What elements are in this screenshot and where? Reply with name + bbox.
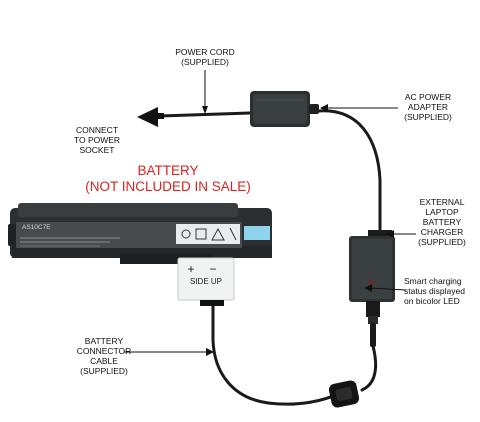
external-charger-line-5: (SUPPLIED) [418, 237, 466, 247]
ac-adapter-line-1: AC POWER [404, 92, 452, 102]
status-led-line-3: on bicolor LED [404, 296, 460, 306]
ac-adapter-line-2: ADAPTER [407, 102, 449, 112]
connector-cable-line-3: CABLE [90, 356, 118, 366]
connector-cable-line-4: (SUPPLIED) [80, 366, 128, 376]
connect-socket-line-2: TO POWER [73, 135, 121, 145]
status-led-line-2: status displayed [404, 286, 465, 296]
power-cord-line-2: (SUPPLIED) [181, 57, 229, 67]
power-cord [158, 111, 252, 118]
external-charger-line-2: LAPTOP [425, 207, 459, 217]
connector-cable-line-2: CONNECTOR [76, 346, 132, 356]
connect-socket-label: CONNECT TO POWER SOCKET [62, 125, 132, 155]
battery-title-line-1: BATTERY [137, 163, 199, 178]
charger-led [369, 280, 373, 284]
socket-arrow [137, 107, 164, 127]
connector-side-up: SIDE UP [189, 277, 222, 286]
status-led-label: Smart charging status displayed on bicol… [404, 276, 478, 306]
external-charger-line-3: BATTERY [422, 217, 462, 227]
external-charger-line-1: EXTERNAL [419, 197, 465, 207]
connector-plus: + [187, 262, 195, 276]
connect-socket-line-3: SOCKET [79, 145, 115, 155]
battery-blue-sticker [244, 226, 270, 240]
status-led-line-1: Smart charging [404, 276, 462, 286]
laptop-battery [8, 203, 272, 264]
connector-plate [177, 257, 235, 306]
external-charger-label: EXTERNAL LAPTOP BATTERY CHARGER (SUPPLIE… [412, 197, 472, 247]
connector-cable [211, 304, 378, 406]
battery-title: BATTERY (NOT INCLUDED IN SALE) [78, 163, 258, 195]
ferrite-bead [328, 380, 360, 408]
battery-model: AS10C7E [22, 224, 51, 231]
connector-cable-line-1: BATTERY [84, 336, 124, 346]
external-charger-line-4: CHARGER [420, 227, 464, 237]
power-cord-label: POWER CORD (SUPPLIED) [162, 47, 248, 67]
connect-socket-line-1: CONNECT [75, 125, 119, 135]
power-cord-line-1: POWER CORD [175, 47, 235, 57]
external-charger [349, 230, 395, 347]
connector-cable-label: BATTERY CONNECTOR CABLE (SUPPLIED) [74, 336, 134, 376]
ac-adapter-label: AC POWER ADAPTER (SUPPLIED) [397, 92, 459, 122]
connector-minus: − [209, 262, 217, 276]
adapter-to-charger-cable [317, 109, 382, 236]
ac-adapter-line-3: (SUPPLIED) [404, 112, 452, 122]
battery-title-line-2: (NOT INCLUDED IN SALE) [85, 179, 251, 194]
ac-power-adapter [250, 91, 319, 127]
